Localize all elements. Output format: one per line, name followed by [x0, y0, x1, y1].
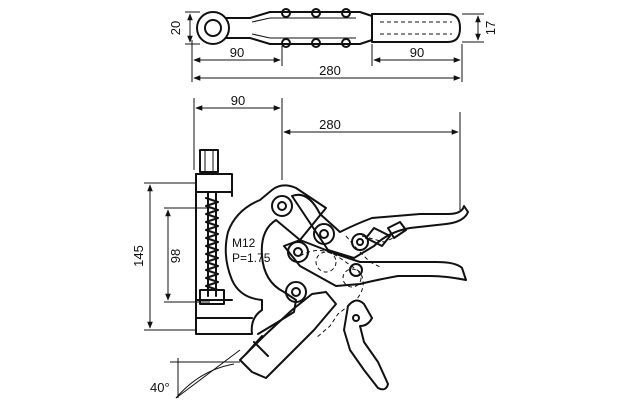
top-view-arm: [225, 11, 373, 45]
release-lever: [343, 299, 389, 391]
upper-link: [291, 193, 469, 259]
clamp-arm: [239, 291, 337, 379]
top-left-length-label: 90: [230, 45, 244, 60]
spindle-cap: [199, 149, 219, 173]
spindle-nut: [199, 289, 225, 305]
top-height-left-label: 20: [168, 21, 183, 35]
side-overall-height-label: 145: [131, 245, 146, 267]
side-view: 90 280 145 98 M12 P=1.75: [131, 93, 469, 399]
top-total-length-label: 280: [319, 63, 341, 78]
top-view: 20 17 90 90 280: [168, 8, 498, 82]
frame-pivot-hole-upper: [271, 195, 293, 217]
spindle-spring: [205, 197, 219, 291]
top-view-pivot-hole: [204, 19, 222, 37]
side-jaw-opening-label: 98: [168, 249, 183, 263]
side-top-left-label: 90: [231, 93, 245, 108]
frame-pivot-hole-lower: [285, 281, 307, 303]
lower-link: [283, 239, 467, 287]
open-position-outline: [299, 250, 364, 339]
c-frame: [195, 173, 327, 335]
top-height-right-label: 17: [483, 21, 498, 35]
open-angle-label: 40°: [150, 380, 170, 395]
top-view-pivot-ring: [196, 11, 230, 45]
side-top-total-label: 280: [319, 117, 341, 132]
thread-pitch-label: P=1.75: [232, 251, 271, 265]
thread-size-label: M12: [232, 236, 256, 250]
top-right-length-label: 90: [410, 45, 424, 60]
top-view-handle-grip: [371, 13, 461, 43]
